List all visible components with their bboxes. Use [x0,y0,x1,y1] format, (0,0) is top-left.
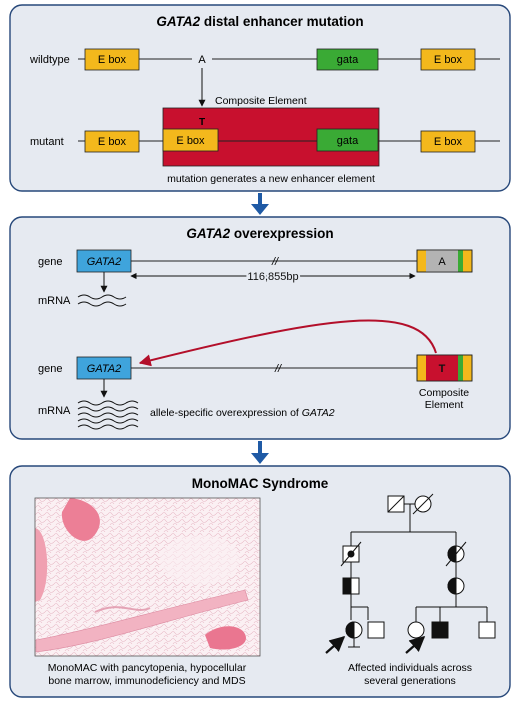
break-marker-icon: // [274,363,282,375]
gata2-gene-bottom: GATA2 [76,356,132,380]
mrna-wave-icon [77,294,127,307]
gene-label-top: gene [38,256,62,268]
svg-text:A: A [438,256,446,268]
composite-label-line1: Composite [419,387,469,399]
proband-arrow-icon [325,635,346,654]
pedigree-female [407,621,425,639]
pedigree-caption-line2: several generations [364,675,456,687]
mrna-many-waves-icon [77,400,139,430]
composite-label-line2: Element [425,399,464,411]
ebox-left-wildtype: E box [84,48,140,71]
long-range-interaction-arrow [138,319,437,367]
gata-box-mutant: gata [316,128,379,152]
overexpression-caption: allele-specific overexpression of GATA2 [150,407,335,419]
svg-text:E box: E box [176,135,205,147]
panel-monomac: MonoMAC Syndrome MonoMAC with pancytopen… [9,465,511,698]
panel-background [9,216,511,440]
mrna-label-bottom: mRNA [38,405,71,417]
down-arrow-icon [251,441,269,464]
pedigree-male [478,621,496,639]
panel-title: MonoMAC Syndrome [192,476,329,491]
bone-marrow-histology-image [34,497,261,657]
panel-overexpression: GATA2 overexpression gene GATA2 // A 116… [9,216,511,440]
svg-text:E box: E box [434,54,463,66]
distance-label: 116,855bp [247,271,298,283]
panel-enhancer-mutation: GATA2 distal enhancer mutation wildtype … [9,4,511,192]
svg-text:E box: E box [434,136,463,148]
proband-arrow-icon [405,635,426,654]
mrna-label-top: mRNA [38,295,71,307]
svg-text:E box: E box [98,54,127,66]
wildtype-base: A [198,54,206,66]
wildtype-label: wildtype [29,54,70,66]
pedigree-caption-line1: Affected individuals across [348,662,472,674]
ebox-left-mutant: E box [84,130,140,153]
composite-element-label: Composite Element [215,95,307,107]
mutant-label: mutant [30,136,64,148]
ebox-composite: E box [162,128,219,152]
pedigree-proband-male [431,621,449,639]
down-arrow-icon [251,193,269,215]
histology-caption-line2: bone marrow, immunodeficiency and MDS [48,675,245,687]
svg-text:GATA2: GATA2 [87,256,121,268]
ebox-right-mutant: E box [420,130,476,153]
svg-text:gata: gata [337,54,359,66]
mutant-base: T [199,117,205,128]
gene-label-bottom: gene [38,363,62,375]
gata-box-wildtype: gata [316,48,379,71]
svg-text:GATA2: GATA2 [87,363,121,375]
family-pedigree [325,493,496,654]
break-marker-icon: // [271,256,279,268]
pedigree-male [367,621,385,639]
svg-text:T: T [439,363,446,375]
ebox-right-wildtype: E box [420,48,476,71]
svg-text:gata: gata [337,135,359,147]
panel-title: GATA2 distal enhancer mutation [156,14,363,29]
enhancer-element-mutant: T [416,354,473,382]
histology-caption-line1: MonoMAC with pancytopenia, hypocellular [48,662,247,674]
panel1-caption: mutation generates a new enhancer elemen… [167,173,375,185]
panel-title: GATA2 overexpression [186,226,333,241]
svg-text:E box: E box [98,136,127,148]
gata2-gene-top: GATA2 [76,249,132,273]
enhancer-element-wildtype: A [416,249,473,273]
